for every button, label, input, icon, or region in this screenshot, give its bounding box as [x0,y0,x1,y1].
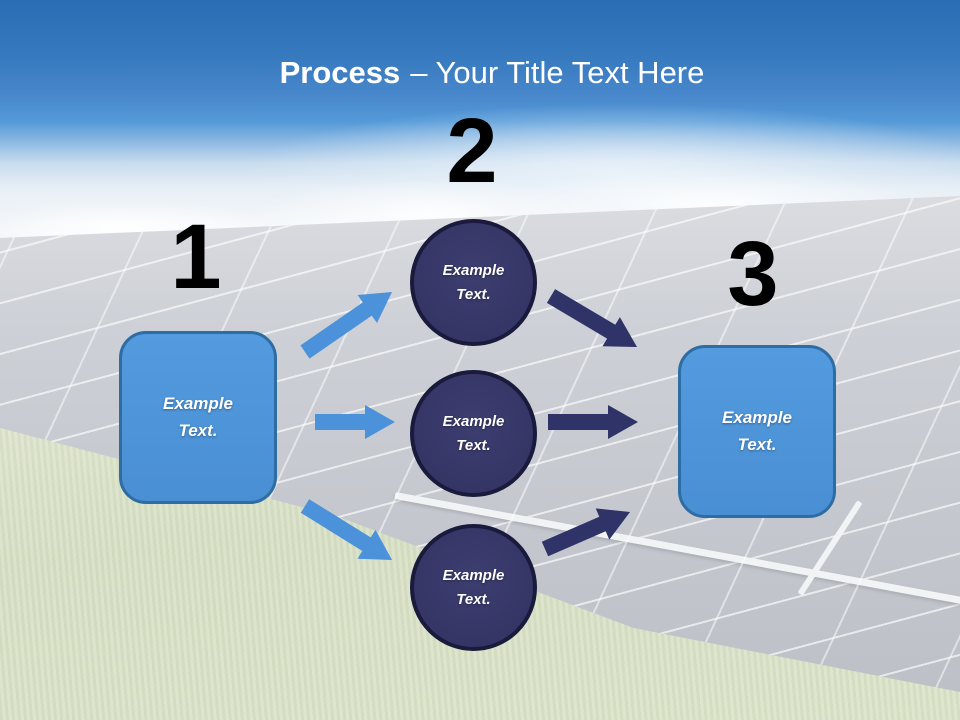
circle-1-label: Example Text. [442,262,505,303]
step-number-1: 1 [170,206,222,308]
slide-title-rest: – Your Title Text Here [410,55,705,90]
slide-title-emphasis: Process [279,55,401,90]
right-box-label: Example Text. [722,408,792,454]
process-circle-3: Example Text. [410,524,537,651]
right-process-box: Example Text. [678,345,836,518]
circle-2-label: Example Text. [442,413,505,454]
process-circle-2: Example Text. [410,370,537,497]
circle-3-label: Example Text. [442,567,505,608]
slide-title: Process – Your Title Text Here [280,52,705,94]
process-circle-1: Example Text. [410,219,537,346]
step-number-3: 3 [727,223,779,325]
left-box-label: Example Text. [163,394,233,440]
left-process-box: Example Text. [119,331,277,504]
step-number-2: 2 [446,100,498,202]
